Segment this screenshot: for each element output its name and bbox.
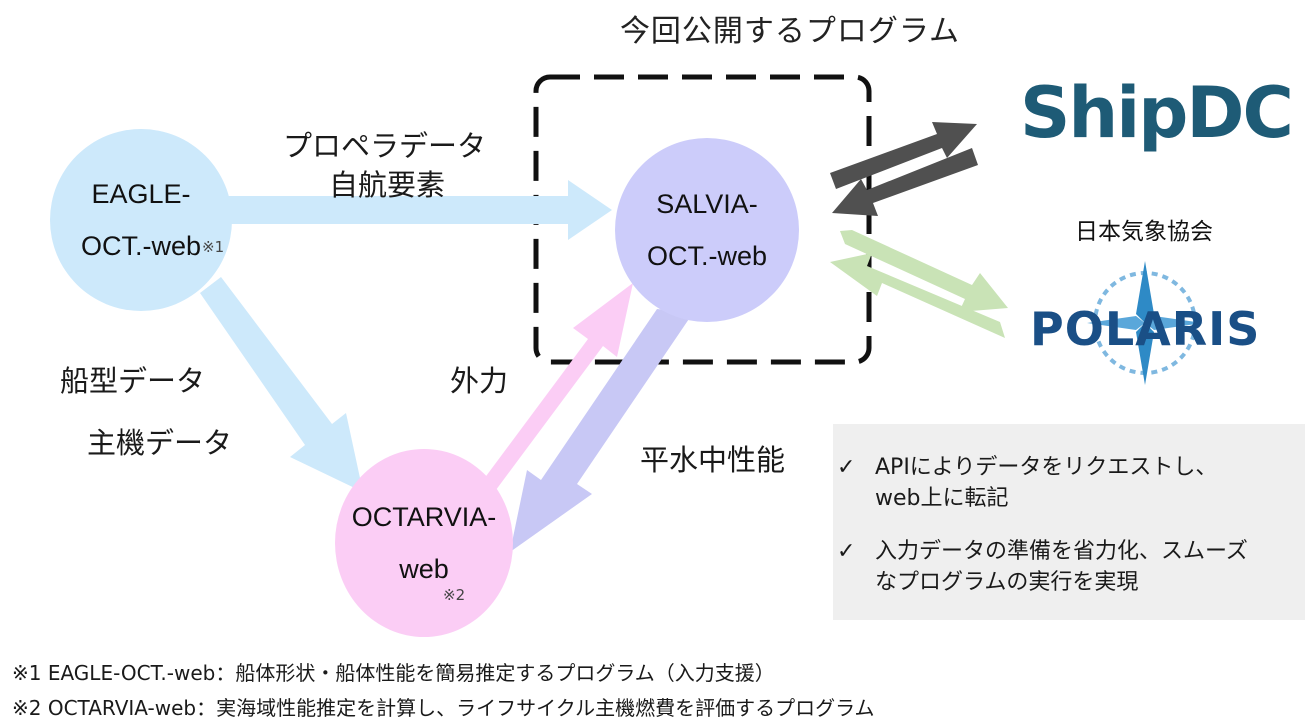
octarvia-node-line2: web — [399, 554, 449, 584]
arrow-salvia-to-octarvia — [510, 309, 693, 552]
shipdc-logo: ShipDC — [1020, 72, 1294, 154]
footnote-1: ※1 EAGLE-OCT.-web：船体形状・船体性能を簡易推定するプログラム（… — [12, 661, 775, 685]
label-engine-data: 主機データ — [87, 426, 233, 460]
feature-notes-box: ✓ APIによりデータをリクエストし、 web上に転記 ✓ 入力データの準備を省… — [833, 424, 1305, 620]
salvia-node-line1: SALVIA- — [656, 189, 758, 219]
label-external-force: 外力 — [450, 364, 509, 398]
polaris-logo: POLARIS — [1030, 258, 1260, 403]
eagle-oct-web-node: EAGLE- OCT.-web ※1 — [50, 129, 232, 311]
compass-star-icon — [1087, 261, 1203, 385]
label-calm-water-performance: 平水中性能 — [640, 443, 786, 477]
salvia-node-line2: OCT.-web — [646, 241, 768, 271]
note-labor-line2: なプログラムの実行を実現 — [875, 570, 1139, 595]
diagram-title: 今回公開するプログラム — [619, 14, 961, 49]
arrow-salvia-to-shipdc — [830, 122, 977, 189]
footnote-2: ※2 OCTARVIA-web：実海域性能推定を計算し、ライフサイクル主機燃費を… — [12, 696, 875, 720]
salvia-oct-web-node: SALVIA- OCT.-web — [615, 138, 799, 322]
eagle-node-line2: OCT.-web — [80, 231, 202, 261]
note-labor-line1: 入力データの準備を省力化、スムーズ — [875, 539, 1248, 564]
jma-label: 日本気象協会 — [1075, 219, 1213, 245]
arrow-shipdc-to-salvia — [832, 148, 978, 216]
arrow-octarvia-to-salvia — [472, 283, 633, 502]
arrow-eagle-to-salvia — [226, 180, 612, 240]
octarvia-node-line1: OCTARVIA- — [351, 502, 497, 532]
label-self-propulsion: 自航要素 — [329, 168, 446, 202]
octarvia-footnote-mark: ※2 — [443, 586, 466, 604]
note-api-line2: web上に転記 — [875, 486, 1009, 511]
polaris-logo-text: POLARIS — [1030, 302, 1261, 356]
arrow-eagle-to-octarvia — [200, 277, 363, 492]
eagle-node-line1: EAGLE- — [91, 179, 191, 209]
eagle-footnote-mark: ※1 — [202, 238, 225, 256]
octarvia-web-node: OCTARVIA- web ※2 — [335, 449, 513, 637]
label-hull-data: 船型データ — [60, 364, 206, 398]
arrow-polaris-to-salvia — [830, 253, 1005, 338]
arrow-salvia-to-polaris — [840, 230, 1008, 312]
note-api-line1: APIによりデータをリクエストし、 — [875, 455, 1218, 480]
check-icon: ✓ — [837, 539, 856, 564]
label-propeller-data: プロペラデータ — [283, 129, 487, 163]
check-icon: ✓ — [837, 455, 856, 480]
